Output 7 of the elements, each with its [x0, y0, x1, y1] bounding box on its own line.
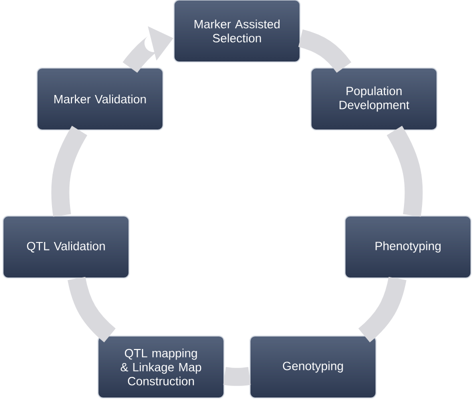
process-box: QTL Validation [2, 216, 130, 278]
process-box: Population Development [310, 68, 438, 130]
process-box: QTL mapping & Linkage Map Construction [98, 336, 224, 398]
process-box: Genotyping [250, 336, 376, 398]
process-box: Phenotyping [344, 216, 472, 278]
process-box: Marker Assisted Selection [174, 0, 300, 62]
process-box: Marker Validation [36, 68, 164, 130]
